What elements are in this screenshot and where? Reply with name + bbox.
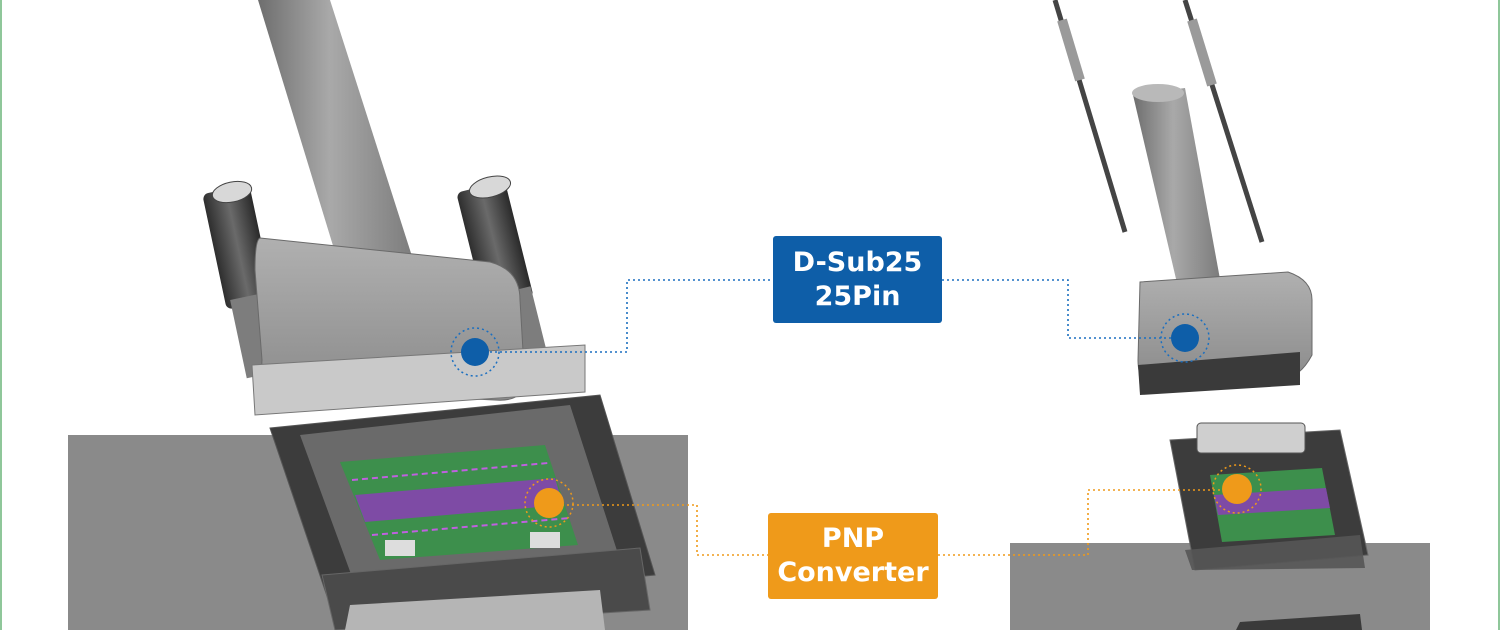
pnp-converter-callout-box: PNP Converter xyxy=(768,513,938,599)
pnp-marker-left xyxy=(524,478,574,528)
dsub-marker-left xyxy=(450,327,500,377)
left-pcb xyxy=(340,445,578,560)
dsub-marker-right xyxy=(1160,313,1210,363)
right-long-screw-1 xyxy=(1052,0,1128,233)
left-cable xyxy=(258,0,418,285)
pnp-leader-lines xyxy=(562,489,1237,556)
dsub25-callout-line2: 25Pin xyxy=(814,280,901,312)
right-cable xyxy=(1133,88,1222,296)
dsub25-callout-line1: D-Sub25 xyxy=(792,246,923,278)
pnp-callout-line1: PNP xyxy=(821,523,885,554)
right-long-screw-2 xyxy=(1182,0,1265,243)
pnp-marker-right xyxy=(1212,464,1262,514)
right-connector-assembly xyxy=(1010,0,1430,630)
dsub-leader-lines xyxy=(490,279,1185,353)
left-connector-assembly xyxy=(68,0,688,630)
pnp-callout-line2: Converter xyxy=(777,557,929,588)
dsub25-callout-box: D-Sub25 25Pin xyxy=(773,236,942,323)
